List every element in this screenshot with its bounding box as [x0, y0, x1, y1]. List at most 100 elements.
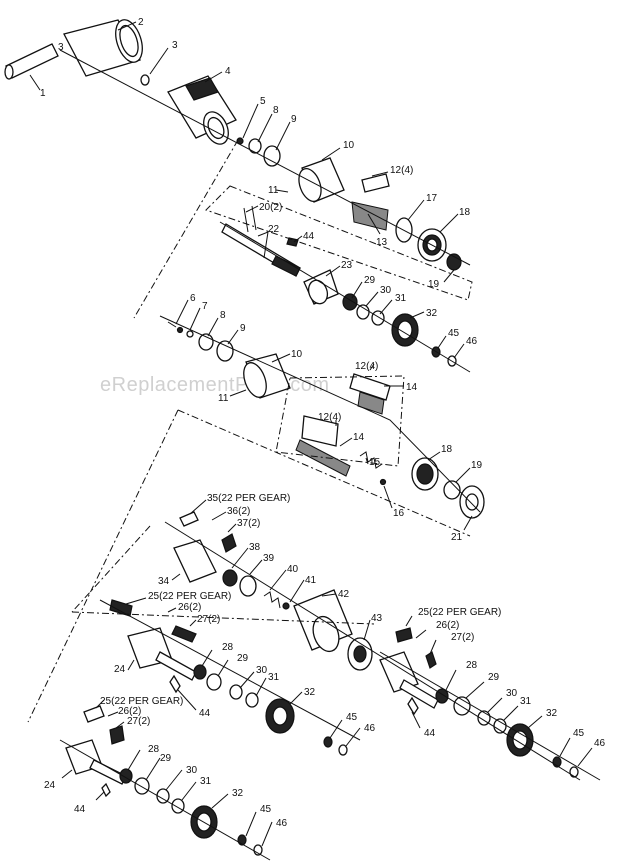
label-11b: 11 — [218, 393, 229, 404]
part-39-washer — [239, 575, 257, 597]
label-3b: 3 — [58, 42, 64, 53]
part-31d-ring — [171, 798, 185, 814]
label-39: 39 — [263, 553, 275, 564]
label-18b: 18 — [441, 444, 453, 455]
label-27c: 27(2) — [127, 716, 150, 727]
label-31d: 31 — [200, 776, 212, 787]
part-31b-ring — [245, 692, 259, 708]
part-38-bearing — [222, 569, 238, 587]
label-36: 36(2) — [227, 506, 250, 517]
label-44c: 44 — [424, 728, 436, 739]
label-22: 22 — [268, 224, 280, 235]
label-32b: 32 — [304, 687, 316, 698]
assembly-lines — [27, 49, 601, 861]
label-45d: 45 — [260, 804, 272, 815]
leader-lines — [29, 21, 593, 847]
part-44d-key — [101, 782, 111, 798]
label-31b: 31 — [268, 672, 280, 683]
label-7: 7 — [202, 301, 208, 312]
part-8-washer — [248, 138, 262, 154]
label-38: 38 — [249, 542, 261, 553]
label-4: 4 — [225, 66, 231, 77]
label-44d: 44 — [74, 804, 86, 815]
part-35-pin — [179, 511, 199, 527]
part-31-ring — [371, 310, 385, 326]
label-25c: 25(22 PER GEAR) — [100, 696, 183, 707]
label-31: 31 — [395, 293, 407, 304]
label-46c: 46 — [594, 738, 606, 749]
part-29-bearing — [342, 293, 358, 311]
label-20: 20(2) — [259, 202, 282, 213]
part-1-shaft — [5, 43, 59, 79]
gear-assembly-middle-left — [109, 599, 348, 756]
label-37: 37(2) — [237, 518, 260, 529]
label-27b: 27(2) — [451, 632, 474, 643]
label-17: 17 — [426, 193, 438, 204]
label-46: 46 — [466, 336, 478, 347]
label-30: 30 — [380, 285, 392, 296]
label-8b: 8 — [220, 310, 226, 321]
part-44-key — [286, 237, 299, 247]
part-30b-washer — [229, 684, 243, 700]
label-15: 15 — [369, 457, 381, 468]
label-12b: 12(4) — [355, 361, 378, 372]
label-41: 41 — [305, 575, 317, 586]
label-5: 5 — [260, 96, 266, 107]
part-9-plate — [263, 145, 281, 167]
label-13: 13 — [376, 237, 388, 248]
label-31c: 31 — [520, 696, 532, 707]
label-25: 25(22 PER GEAR) — [148, 591, 231, 602]
label-45c: 45 — [573, 728, 585, 739]
part-14b-rotor — [301, 415, 339, 447]
label-18: 18 — [459, 207, 471, 218]
label-46d: 46 — [276, 818, 288, 829]
part-29b-bearing — [206, 673, 222, 691]
part-20-pins — [243, 205, 257, 233]
label-8: 8 — [273, 105, 279, 116]
part-6-ball — [167, 321, 177, 328]
label-16: 16 — [393, 508, 405, 519]
part-46b-clip — [338, 744, 348, 756]
label-40: 40 — [287, 564, 299, 575]
label-23: 23 — [341, 260, 353, 271]
part-34-carrier — [173, 539, 217, 583]
label-46b: 46 — [364, 723, 376, 734]
label-30c: 30 — [506, 688, 518, 699]
label-43: 43 — [371, 613, 383, 624]
part-7-ball — [186, 330, 194, 338]
label-9: 9 — [291, 114, 297, 125]
label-26: 26(2) — [178, 602, 201, 613]
stage-three-assembly — [167, 321, 485, 519]
label-28c: 28 — [148, 744, 160, 755]
label-27: 27(2) — [197, 614, 220, 625]
part-25c-needles — [83, 705, 105, 723]
part-31c-ring — [493, 718, 507, 734]
label-45: 45 — [448, 328, 460, 339]
part-25b-needles — [395, 627, 413, 643]
label-14: 14 — [406, 382, 418, 393]
label-35: 35(22 PER GEAR) — [207, 493, 290, 504]
part-28-bearing — [193, 664, 207, 680]
label-29d: 29 — [160, 753, 172, 764]
label-44b: 44 — [199, 708, 211, 719]
label-29b: 29 — [237, 653, 249, 664]
label-32: 32 — [426, 308, 438, 319]
label-6: 6 — [190, 293, 196, 304]
label-9b: 9 — [240, 323, 246, 334]
part-40-spring — [263, 591, 281, 609]
label-14b: 14 — [353, 432, 365, 443]
label-42: 42 — [338, 589, 350, 600]
label-29c: 29 — [488, 672, 500, 683]
part-14-rotor — [349, 373, 391, 401]
part-44b-key — [169, 674, 181, 694]
gear-assembly-lower — [65, 705, 263, 856]
stage-two-assembly — [221, 205, 457, 367]
label-10b: 10 — [291, 349, 303, 360]
label-19b: 19 — [471, 460, 483, 471]
part-41-ball — [282, 602, 290, 610]
part-46c-clip — [569, 766, 579, 778]
label-29: 29 — [364, 275, 376, 286]
top-assembly — [4, 19, 462, 271]
part-16-ball — [379, 478, 387, 486]
